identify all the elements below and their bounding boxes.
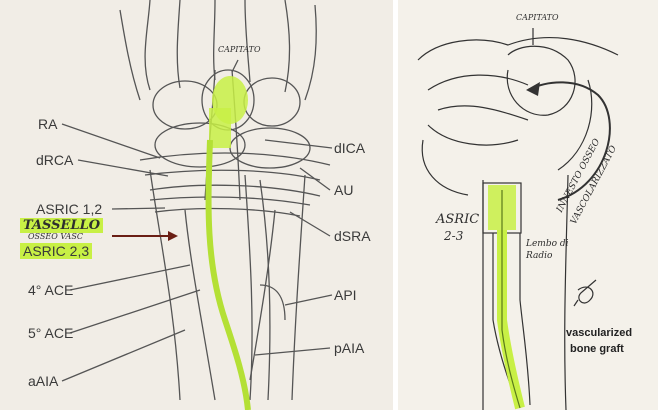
- anatomy-illustration-panel: CAPITATO RA dRCA ASRIC 1,2 TASSELLO OSSE…: [0, 0, 393, 410]
- label-asric-2-3: ASRIC 2,3: [20, 243, 92, 259]
- label-paia: pAIA: [334, 341, 364, 355]
- label-dica: dICA: [334, 141, 365, 155]
- label-4-ace: 4° ACE: [28, 283, 73, 297]
- sketch-panel: CAPITATO ASRIC 2-3 INNESTO OSSEO VASCOLA…: [398, 0, 658, 410]
- label-lembo-2: Radio: [526, 252, 552, 261]
- caption-line-2: bone graft: [570, 344, 624, 355]
- label-lembo-1: Lembo di: [526, 240, 569, 249]
- arrow-head: [526, 82, 540, 96]
- label-capitato-sketch: CAPITATO: [516, 14, 559, 22]
- label-au: AU: [334, 183, 353, 197]
- pointer-arrow: [112, 231, 178, 241]
- label-osseo-vasc: OSSEO VASC: [28, 233, 83, 241]
- label-aaia: aAIA: [28, 374, 58, 388]
- highlighted-bone-graft: [209, 76, 248, 410]
- label-tassello: TASSELLO: [20, 218, 103, 233]
- label-capitato: CAPITATO: [218, 46, 261, 54]
- label-drca: dRCA: [36, 153, 73, 167]
- label-dsra: dSRA: [334, 229, 371, 243]
- label-asric-sketch: ASRIC: [436, 213, 479, 226]
- caption-line-1: vascularized: [566, 328, 632, 339]
- label-asric-number: 2-3: [444, 230, 463, 242]
- label-ra: RA: [38, 117, 57, 131]
- label-api: API: [334, 288, 357, 302]
- label-asric-1-2: ASRIC 1,2: [36, 202, 102, 216]
- label-5-ace: 5° ACE: [28, 326, 73, 340]
